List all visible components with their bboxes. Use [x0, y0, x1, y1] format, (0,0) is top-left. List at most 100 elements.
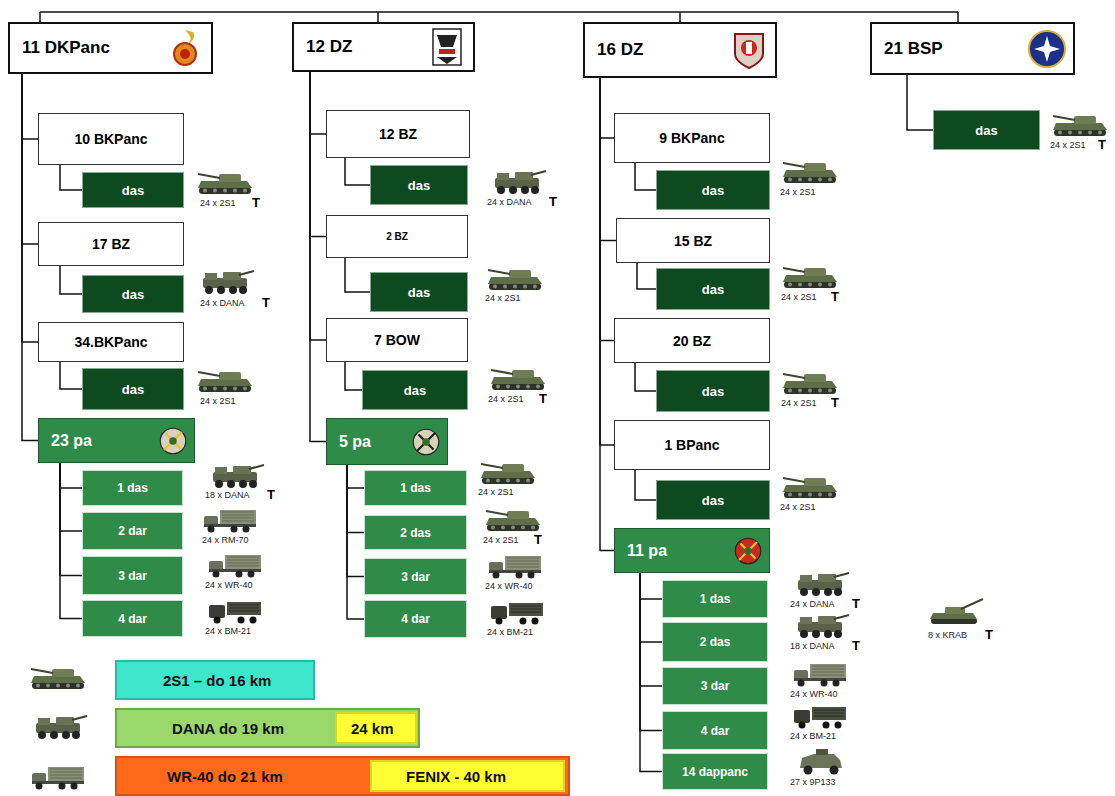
division-box: 11 DKPanc: [8, 22, 213, 74]
unit-name: 14 dappanc: [682, 765, 748, 779]
division-box: 12 DZ: [292, 22, 475, 72]
org-connector: [310, 72, 326, 340]
brigade-box: 1 BPanc: [614, 420, 770, 470]
vehicle-count: 24 x 2S1: [488, 394, 524, 404]
vehicle-icon: [209, 602, 261, 624]
vehicle-icon: [491, 603, 543, 625]
vehicle-icons: [31, 116, 1107, 790]
org-connector: [600, 78, 614, 341]
org-connector: [60, 266, 82, 294]
battalion-box: das: [933, 110, 1040, 150]
unit-emblem: [165, 28, 205, 68]
connectors: [22, 72, 933, 772]
org-connector: [310, 72, 326, 237]
unit-name: das: [702, 384, 724, 399]
unit-name: 11 DKPanc: [22, 38, 110, 58]
brigade-box: 34.BKPanc: [38, 322, 184, 362]
org-connector: [640, 573, 662, 731]
brigade-box: 10 BKPanc: [38, 113, 184, 165]
battalion-box: das: [370, 165, 468, 205]
org-connector: [60, 463, 82, 619]
range-text: 24 km: [351, 720, 394, 737]
division-box: 21 BSP: [870, 22, 1075, 75]
upgrade-mark: T: [985, 627, 993, 642]
range-band: 24 km: [335, 712, 417, 744]
battalion-box: das: [82, 275, 184, 313]
unit-name: 2 das: [700, 635, 731, 649]
subunit-box: 2 das: [662, 622, 768, 662]
vehicle-count: 24 x BM-21: [487, 627, 533, 637]
subunit-box: 3 dar: [82, 556, 183, 595]
vehicle-count: 24 x 2S1: [780, 187, 816, 197]
vehicle-icon: [213, 465, 264, 488]
vehicle-count: 24 x 2S1: [478, 487, 514, 497]
org-connector: [640, 573, 662, 599]
regiment-box: 23 pa: [38, 418, 195, 463]
subunit-box: 2 das: [364, 515, 467, 550]
unit-name: das: [702, 493, 724, 508]
vehicle-count: 24 x 2S1: [200, 198, 236, 208]
unit-name: das: [702, 282, 724, 297]
org-connector: [345, 362, 362, 390]
vehicle-icon: [203, 271, 254, 294]
battalion-box: das: [656, 268, 770, 310]
vehicle-icon: [1053, 116, 1107, 136]
subunit-box: 1 das: [364, 470, 467, 506]
upgrade-mark: T: [1098, 137, 1106, 152]
org-connector: [635, 163, 656, 190]
upgrade-mark: T: [549, 194, 557, 209]
vehicle-count: 8 x KRAB: [928, 630, 967, 640]
vehicle-icon: [495, 171, 546, 194]
vehicle-count: 24 x DANA: [487, 197, 532, 207]
upgrade-mark: T: [539, 391, 547, 406]
unit-name: 15 BZ: [674, 233, 712, 249]
vehicle-icon: [783, 163, 837, 183]
battalion-box: das: [370, 272, 468, 312]
battalion-box: das: [656, 370, 770, 412]
regiment-box: 5 pa: [326, 418, 448, 465]
brigade-box: 17 BZ: [38, 222, 184, 266]
vehicle-icon: [36, 716, 87, 739]
unit-name: das: [122, 382, 144, 397]
vehicle-count: 24 x DANA: [200, 298, 245, 308]
unit-name: das: [408, 178, 430, 193]
range-text: DANA do 19 km: [172, 720, 284, 737]
vehicle-count: 24 x 2S1: [781, 292, 817, 302]
org-connector: [347, 465, 364, 488]
vehicle-icon: [783, 268, 837, 288]
upgrade-mark: T: [831, 289, 839, 304]
unit-name: 12 BZ: [379, 126, 417, 142]
unit-name: 12 DZ: [306, 37, 352, 57]
vehicle-icon: [491, 370, 545, 390]
unit-name: 1 BPanc: [664, 437, 719, 453]
vehicle-count: 24 x 2S1: [780, 502, 816, 512]
upgrade-mark: T: [852, 596, 860, 611]
unit-name: 20 BZ: [673, 333, 711, 349]
unit-name: 1 das: [400, 481, 431, 495]
unit-name: das: [404, 383, 426, 398]
org-connector: [600, 78, 614, 138]
org-connector: [22, 74, 38, 342]
unit-emblem: [411, 427, 441, 457]
org-connector: [347, 465, 364, 577]
unit-name: 7 BOW: [374, 332, 420, 348]
vehicle-count: 24 x 2S1: [485, 293, 521, 303]
subunit-box: 4 dar: [364, 600, 467, 638]
vehicle-icon: [794, 707, 846, 729]
unit-name: das: [975, 123, 997, 138]
vehicle-icon: [209, 555, 261, 578]
vehicle-icon: [783, 374, 837, 394]
org-connector: [345, 158, 370, 185]
regiment-box: 11 pa: [614, 528, 770, 573]
unit-name: 21 BSP: [884, 39, 943, 59]
upgrade-mark: T: [252, 195, 260, 210]
org-connector: [60, 463, 82, 576]
org-connector: [600, 78, 614, 551]
org-connector: [600, 78, 614, 445]
range-text: FENIX - 40 km: [406, 768, 506, 785]
vehicle-count: 18 x DANA: [790, 641, 835, 651]
unit-name: 2 BZ: [386, 231, 408, 242]
brigade-box: 9 BKPanc: [614, 113, 770, 163]
vehicle-icon: [481, 464, 535, 484]
